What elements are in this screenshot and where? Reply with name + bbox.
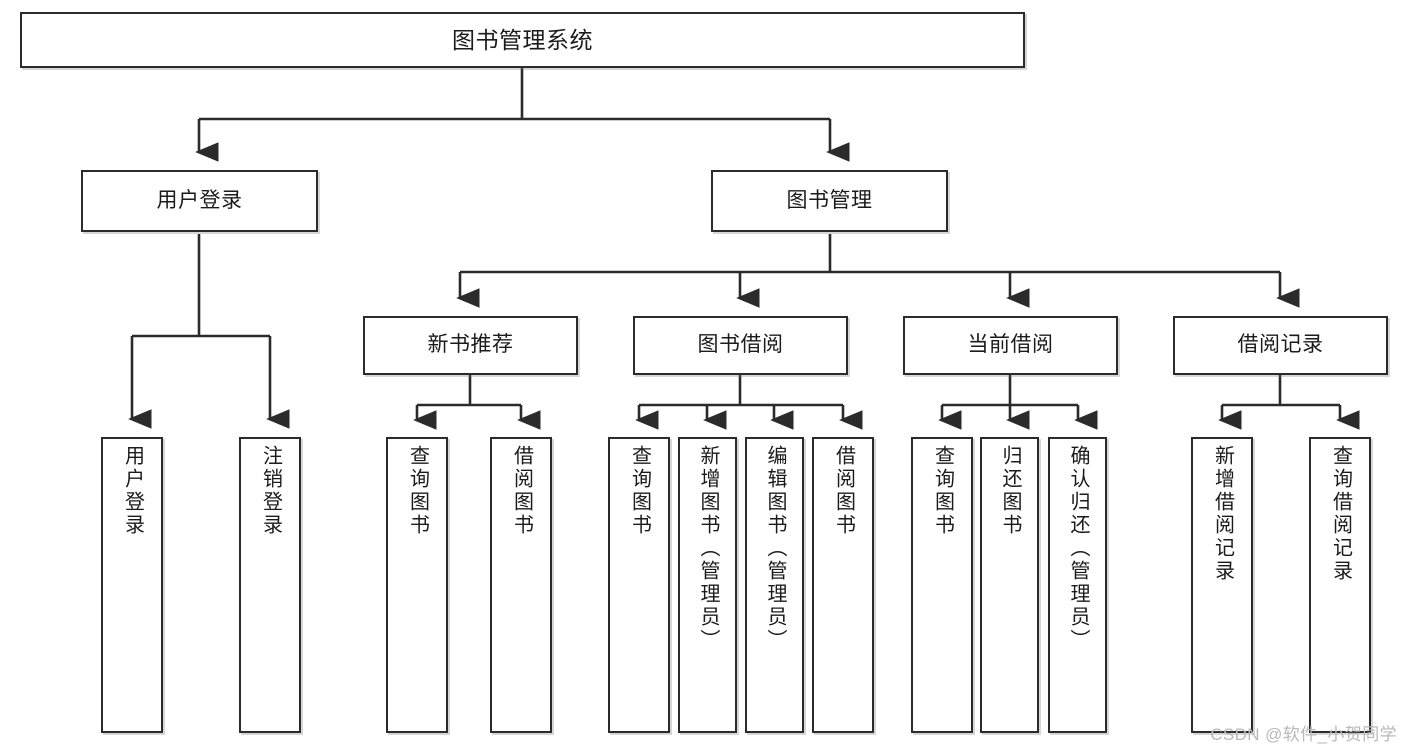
node-current-borrow[interactable]: 当前借阅 — [903, 316, 1118, 375]
node-leaf-edit-book-label: 编辑图书（管理员） — [764, 445, 786, 652]
node-leaf-add-record-label: 新增借阅记录 — [1211, 445, 1234, 583]
node-root-label: 图书管理系统 — [452, 26, 593, 53]
node-leaf-return-book-label: 归还图书 — [999, 445, 1021, 537]
node-borrow-record-label: 借阅记录 — [1237, 333, 1324, 357]
node-leaf-user-logout-label: 注销登录 — [259, 445, 282, 537]
node-leaf-query-record-label: 查询借阅记录 — [1329, 445, 1352, 583]
node-leaf-query-book-3-label: 查询图书 — [931, 445, 954, 537]
node-leaf-borrow-book-1[interactable]: 借阅图书 — [490, 437, 552, 733]
node-leaf-edit-book[interactable]: 编辑图书（管理员） — [745, 437, 804, 733]
node-leaf-user-login[interactable]: 用户登录 — [101, 437, 163, 733]
watermark-text: CSDN @软件_小贺同学 — [1210, 725, 1397, 744]
node-new-book-rec[interactable]: 新书推荐 — [363, 316, 578, 375]
node-leaf-borrow-book-2-label: 借阅图书 — [832, 445, 855, 537]
node-current-borrow-label: 当前借阅 — [967, 333, 1054, 357]
node-leaf-query-book-1-label: 查询图书 — [406, 445, 429, 537]
node-leaf-add-book-label: 新增图书（管理员） — [697, 445, 719, 652]
node-leaf-confirm-return[interactable]: 确认归还（管理员） — [1048, 437, 1107, 733]
node-root[interactable]: 图书管理系统 — [20, 12, 1025, 68]
node-leaf-query-book-1[interactable]: 查询图书 — [386, 437, 448, 733]
node-book-manage-label: 图书管理 — [786, 188, 873, 212]
node-leaf-query-record[interactable]: 查询借阅记录 — [1309, 437, 1371, 733]
node-leaf-borrow-book-2[interactable]: 借阅图书 — [812, 437, 874, 733]
node-leaf-user-logout[interactable]: 注销登录 — [239, 437, 301, 733]
node-leaf-borrow-book-1-label: 借阅图书 — [510, 445, 533, 537]
node-book-borrow-label: 图书借阅 — [697, 333, 784, 357]
node-leaf-user-login-label: 用户登录 — [121, 445, 144, 537]
node-leaf-query-book-3[interactable]: 查询图书 — [911, 437, 973, 733]
node-leaf-query-book-2[interactable]: 查询图书 — [608, 437, 670, 733]
node-leaf-add-record[interactable]: 新增借阅记录 — [1191, 437, 1253, 733]
node-leaf-return-book[interactable]: 归还图书 — [980, 437, 1039, 733]
node-leaf-add-book[interactable]: 新增图书（管理员） — [678, 437, 737, 733]
node-borrow-record[interactable]: 借阅记录 — [1173, 316, 1388, 375]
node-user-login-label: 用户登录 — [156, 188, 243, 212]
node-leaf-query-book-2-label: 查询图书 — [628, 445, 651, 537]
node-new-book-rec-label: 新书推荐 — [427, 333, 514, 357]
node-user-login[interactable]: 用户登录 — [81, 170, 318, 232]
node-book-manage[interactable]: 图书管理 — [711, 170, 948, 232]
node-leaf-confirm-return-label: 确认归还（管理员） — [1067, 445, 1089, 652]
node-book-borrow[interactable]: 图书借阅 — [633, 316, 848, 375]
